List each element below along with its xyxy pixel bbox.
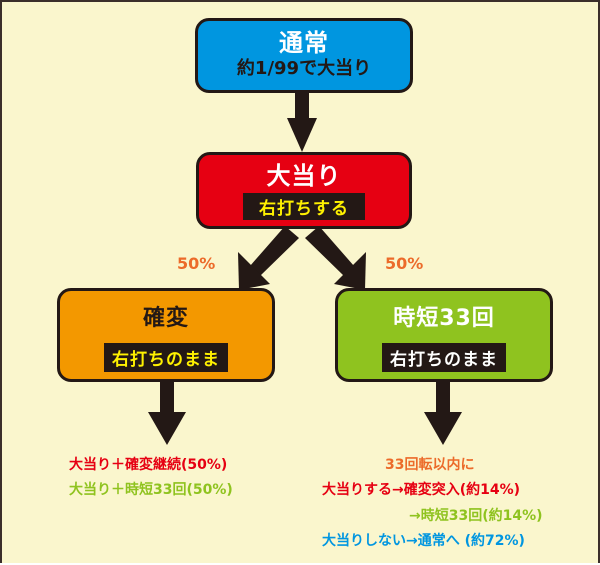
jitan-result-line2: →時短33回(約14%) — [409, 508, 543, 524]
arrow-down-icon — [287, 90, 317, 152]
jackpot-title: 大当り — [266, 162, 342, 190]
normal-state-node: 通常 約1/99で大当り — [195, 18, 413, 93]
jitan-title: 時短33回 — [393, 306, 495, 331]
right-probability-label: 50% — [385, 254, 424, 273]
kakuhen-tag: 右打ちのまま — [104, 343, 228, 372]
arrow-diagonal-left-icon — [238, 226, 299, 290]
kakuhen-result-line1: 大当り＋確変継続(50%) — [69, 457, 228, 473]
jitan-result-heading: 33回転以内に — [385, 457, 475, 473]
jitan-result-line1: 大当りする→確変突入(約14%) — [322, 482, 521, 498]
left-probability-label: 50% — [177, 254, 216, 273]
kakuhen-result-line2: 大当り＋時短33回(50%) — [69, 482, 233, 498]
jitan-node: 時短33回 右打ちのまま — [335, 288, 553, 382]
normal-title: 通常 — [279, 29, 329, 57]
arrow-down-icon — [148, 382, 186, 445]
jitan-result-line3: 大当りしない→通常へ (約72%) — [322, 533, 525, 549]
arrow-down-icon — [424, 382, 462, 445]
jackpot-tag: 右打ちする — [243, 193, 365, 220]
jitan-tag: 右打ちのまま — [382, 343, 506, 372]
arrow-diagonal-right-icon — [305, 226, 366, 290]
kakuhen-title: 確変 — [142, 306, 189, 331]
jackpot-node: 大当り 右打ちする — [196, 152, 412, 229]
normal-subtitle: 約1/99で大当り — [236, 58, 372, 79]
kakuhen-node: 確変 右打ちのまま — [57, 288, 275, 382]
